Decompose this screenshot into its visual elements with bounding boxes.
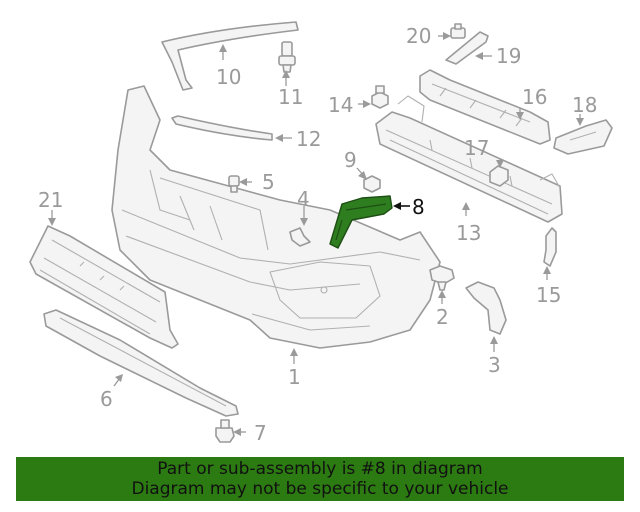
- part-7-clip[interactable]: [215, 419, 235, 443]
- footer-line-1: Part or sub-assembly is #8 in diagram: [157, 459, 483, 479]
- callout-2[interactable]: 2: [436, 305, 449, 329]
- callout-9[interactable]: 9: [344, 148, 357, 172]
- leader-lines: [48, 32, 584, 436]
- callout-14[interactable]: 14: [328, 93, 353, 117]
- part-8-bumper-bracket-highlighted[interactable]: [329, 195, 393, 249]
- parts-diagram: 10 11 12 20 19 14 16 18 17 13 15 21 5 4 …: [29, 21, 613, 445]
- part-17-bolt[interactable]: [489, 165, 509, 187]
- callout-18[interactable]: 18: [572, 93, 597, 117]
- part-2-bolt[interactable]: [429, 265, 455, 291]
- callout-7[interactable]: 7: [254, 421, 267, 445]
- part-19-bracket[interactable]: [445, 31, 489, 65]
- callout-5[interactable]: 5: [262, 170, 275, 194]
- part-15-bracket[interactable]: [543, 227, 557, 267]
- callout-1[interactable]: 1: [288, 365, 301, 389]
- part-14-bolt[interactable]: [371, 85, 389, 109]
- part-9-bolt[interactable]: [363, 175, 381, 193]
- part-11-clip[interactable]: [278, 41, 296, 73]
- footer-banner: Part or sub-assembly is #8 in diagram Di…: [16, 457, 624, 501]
- part-1-bumper-cover[interactable]: [111, 85, 441, 349]
- callout-13[interactable]: 13: [456, 221, 481, 245]
- callout-11[interactable]: 11: [278, 85, 303, 109]
- callout-19[interactable]: 19: [496, 44, 521, 68]
- part-3-lower-bracket[interactable]: [465, 281, 507, 335]
- part-20-bolt[interactable]: [450, 23, 466, 39]
- callout-10[interactable]: 10: [216, 65, 241, 89]
- callout-20[interactable]: 20: [406, 24, 431, 48]
- footer-line-2: Diagram may not be specific to your vehi…: [131, 479, 509, 499]
- part-18-end-bracket[interactable]: [553, 119, 613, 155]
- part-12-molding-strip[interactable]: [171, 115, 273, 141]
- part-4-clip-bracket[interactable]: [289, 227, 311, 247]
- callout-21[interactable]: 21: [38, 188, 63, 212]
- callout-4[interactable]: 4: [297, 187, 310, 211]
- callout-3[interactable]: 3: [488, 353, 501, 377]
- part-16-upper-reinforcement[interactable]: [419, 69, 551, 145]
- callout-8[interactable]: 8: [412, 195, 425, 219]
- callout-labels: 10 11 12 20 19 14 16 18 17 13 15 21 5 4 …: [38, 24, 597, 445]
- part-21-grille[interactable]: [29, 225, 179, 349]
- part-5-bolt[interactable]: [228, 175, 240, 193]
- part-13-reinforcement-bar[interactable]: [375, 95, 563, 223]
- part-10-upper-molding[interactable]: [161, 21, 299, 91]
- callout-17[interactable]: 17: [464, 136, 489, 160]
- callout-12[interactable]: 12: [296, 127, 321, 151]
- callout-15[interactable]: 15: [536, 283, 561, 307]
- callout-16[interactable]: 16: [522, 85, 547, 109]
- callout-6[interactable]: 6: [100, 387, 113, 411]
- part-6-lower-strip[interactable]: [43, 309, 239, 417]
